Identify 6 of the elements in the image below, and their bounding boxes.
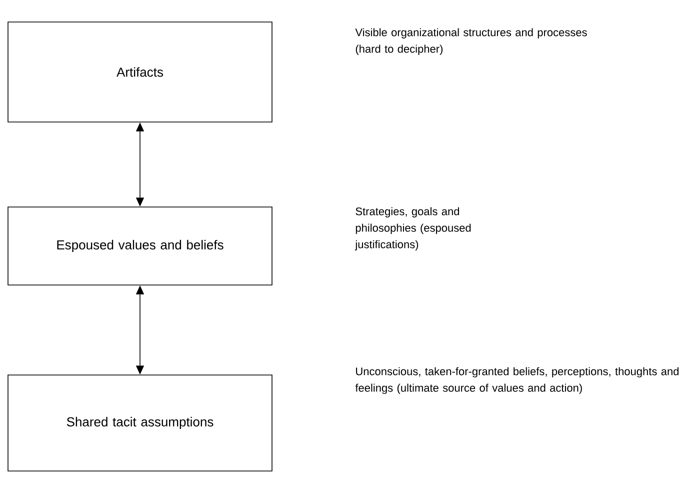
layer-box: Espoused values and beliefs <box>8 206 272 286</box>
description-text: Strategies, goals and philosophies (espoused justifications) <box>354 207 471 250</box>
layer-box: Shared tacit assumptions <box>8 374 272 472</box>
description-text: Unconscious, taken-for-granted beliefs, perceptions, thoughts and feelings (ultimate source of values and action) <box>355 367 679 394</box>
layer-box: Artifacts <box>8 22 272 122</box>
description-text: Visible organizational structures and processes (hard to decipher) <box>355 28 587 55</box>
